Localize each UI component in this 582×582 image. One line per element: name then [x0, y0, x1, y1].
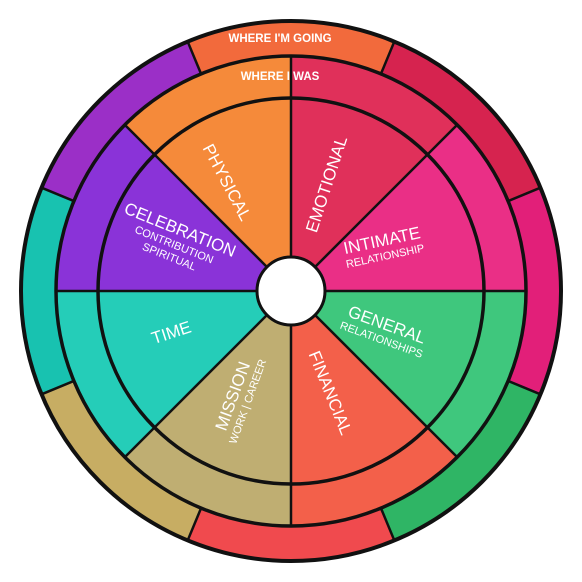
outer-divider	[507, 186, 541, 203]
segment-divider	[314, 314, 459, 459]
segment-divider	[123, 314, 268, 459]
outer-divider	[507, 379, 541, 396]
segment-inner-emotional	[291, 56, 458, 267]
ring-label-where-im-going: WHERE I'M GOING	[228, 33, 331, 45]
wheel-segments	[21, 21, 561, 561]
segment-inner-time	[56, 291, 267, 458]
segment-outer-mission	[41, 380, 202, 541]
segment-inner-intimate	[315, 124, 526, 292]
segment-outer-celebration	[41, 41, 202, 202]
ring-boundary	[19, 19, 563, 563]
segment-inner-general	[315, 291, 526, 458]
outer-divider	[379, 41, 396, 75]
outer-divider	[186, 507, 203, 541]
wheel-rings	[19, 19, 563, 563]
segment-divider	[314, 123, 459, 268]
segment-inner-celebration	[56, 124, 267, 292]
segment-divider	[123, 123, 268, 268]
center-hub	[255, 255, 327, 327]
segment-inner-physical	[124, 56, 292, 267]
ring-label-where-i-was: WHERE I WAS	[241, 71, 320, 83]
outer-divider	[379, 507, 396, 541]
segment-inner-financial	[291, 315, 458, 526]
outer-divider	[41, 379, 75, 396]
outer-divider	[186, 41, 203, 75]
segment-outer-emotional	[380, 41, 541, 202]
outer-divider	[41, 186, 75, 203]
segment-inner-mission	[124, 315, 292, 526]
segment-outer-general	[380, 380, 541, 541]
